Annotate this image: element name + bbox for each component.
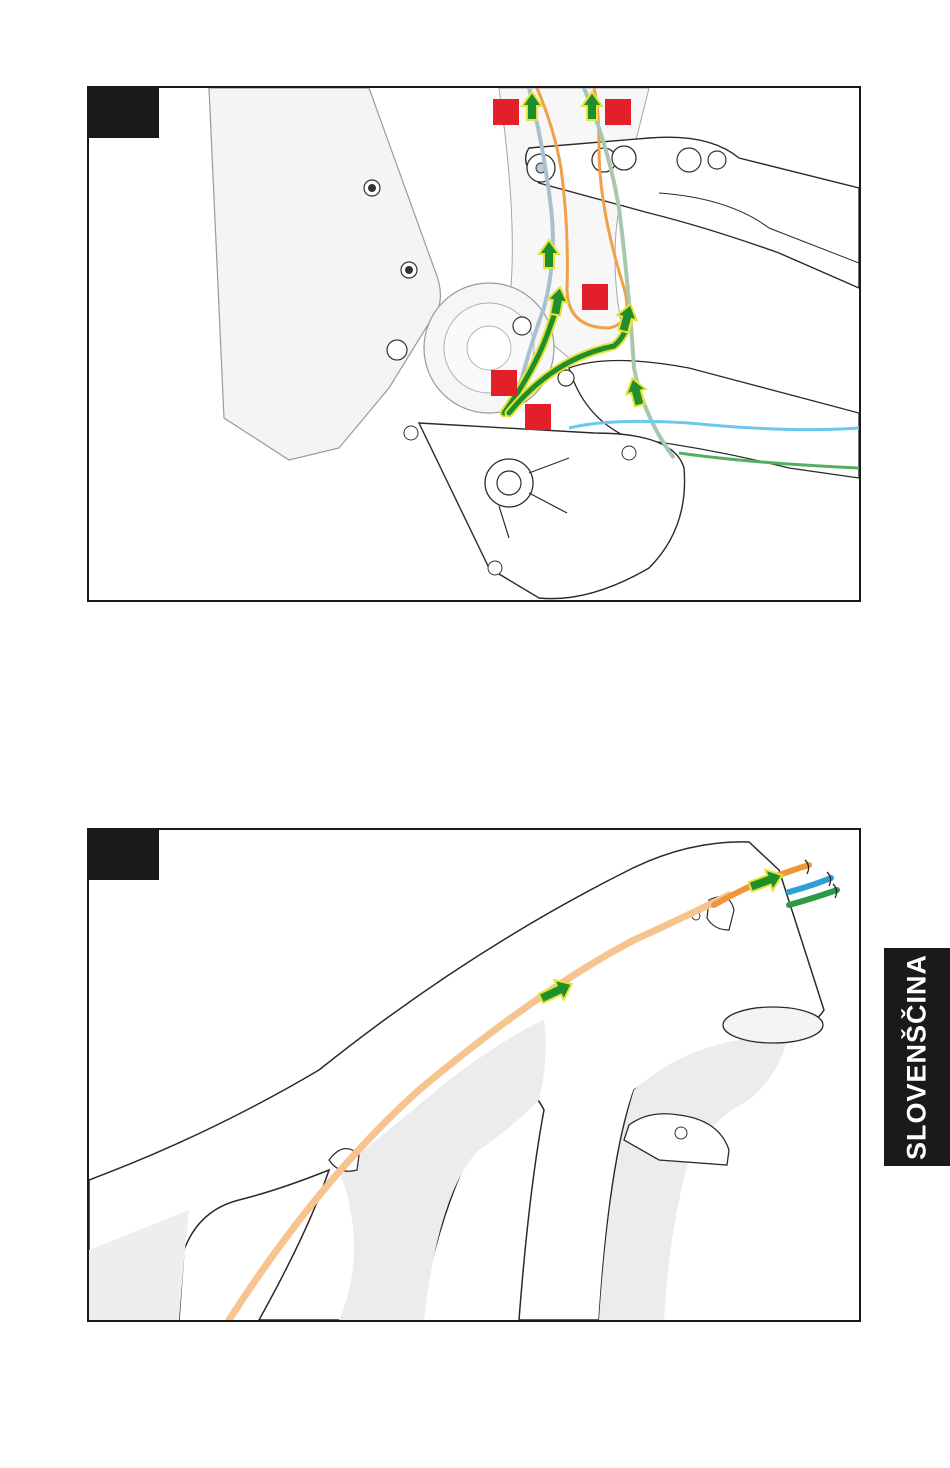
step-number-tab bbox=[89, 830, 159, 880]
guard-bolt bbox=[622, 446, 636, 460]
red-marker bbox=[491, 370, 517, 396]
language-label: SLOVENŠČINA bbox=[902, 954, 933, 1160]
red-marker bbox=[582, 284, 608, 310]
figure-bottom-panel bbox=[87, 828, 861, 1322]
pivot-bolt bbox=[612, 146, 636, 170]
cable-blue bbox=[789, 878, 831, 892]
chain-guard bbox=[419, 423, 685, 599]
headtube-opening bbox=[723, 1007, 823, 1043]
red-marker bbox=[605, 99, 631, 125]
language-side-tab: SLOVENŠČINA bbox=[884, 948, 950, 1166]
step-number-tab bbox=[89, 88, 159, 138]
pivot-bolt bbox=[708, 151, 726, 169]
downtube-bolt bbox=[401, 262, 417, 278]
motor-housing bbox=[424, 283, 554, 413]
pivot-bolt bbox=[677, 148, 701, 172]
guard-bolt bbox=[404, 426, 418, 440]
red-marker bbox=[493, 99, 519, 125]
guard-bolt bbox=[488, 561, 502, 575]
downtube-bolt bbox=[364, 180, 380, 196]
headtube-cable-routing-illustration bbox=[89, 830, 859, 1320]
red-marker bbox=[525, 404, 551, 430]
figure-top-panel bbox=[87, 86, 861, 602]
motor-bolt bbox=[513, 317, 531, 335]
motor-cable-routing-illustration bbox=[89, 88, 859, 600]
motor-bolt bbox=[387, 340, 407, 360]
